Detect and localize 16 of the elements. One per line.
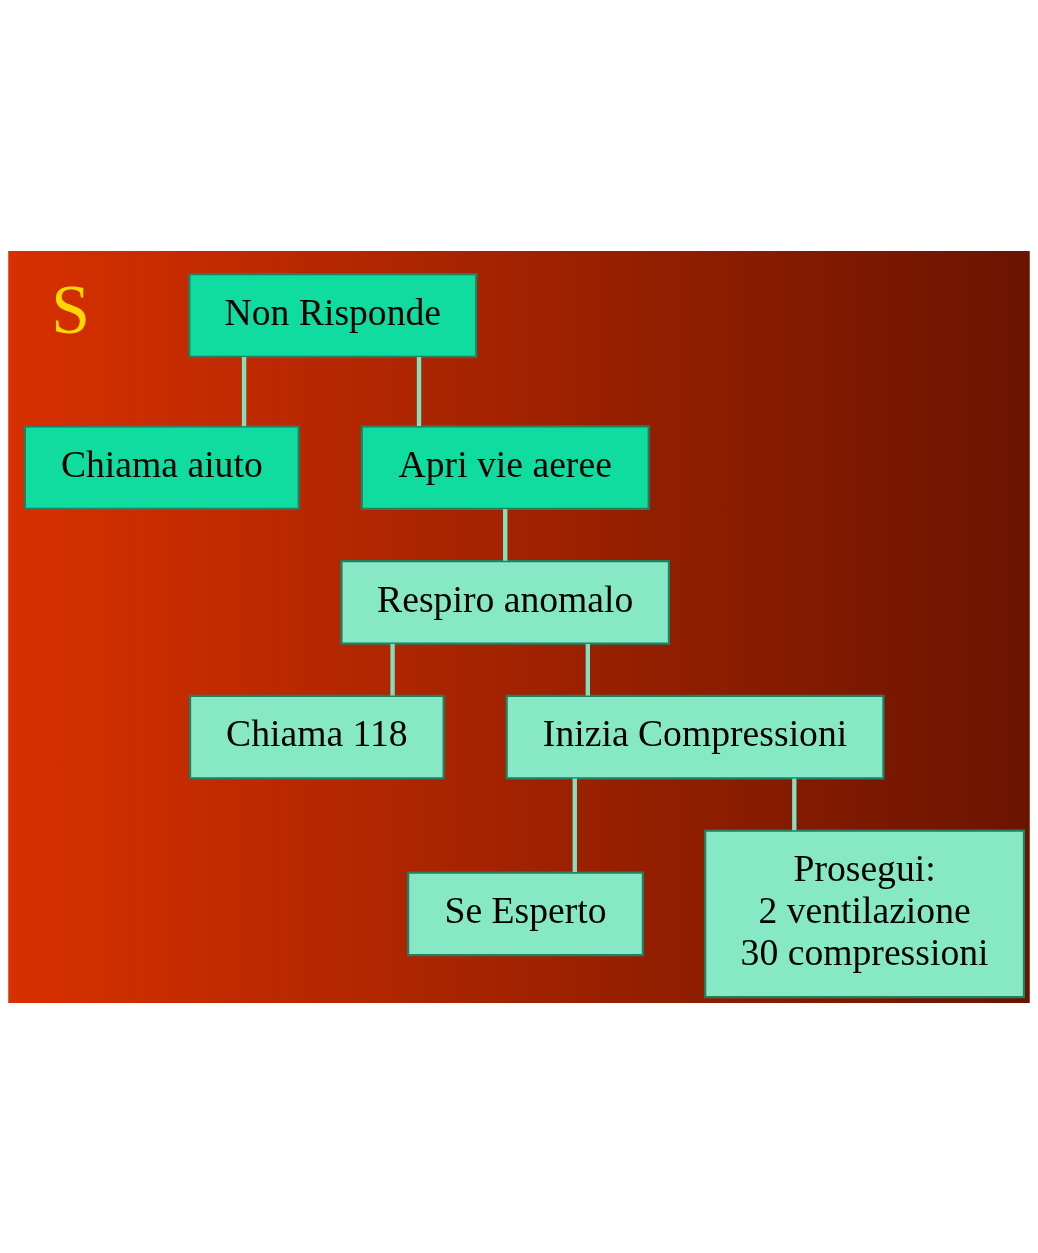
connector: [585, 643, 590, 695]
connector: [390, 643, 395, 695]
connector: [572, 778, 577, 872]
connector: [792, 778, 797, 830]
connector: [241, 356, 247, 426]
node-box: Apri vie aeree: [360, 424, 650, 510]
connector: [503, 508, 508, 561]
label: S: [51, 270, 90, 348]
node-box: Se Esperto: [407, 871, 644, 956]
node-box: Non Risponde: [188, 272, 478, 358]
connector: [416, 356, 422, 426]
node-box: Respiro anomalo: [340, 559, 671, 645]
node-box: Chiama 118: [189, 694, 445, 779]
node-box: Chiama aiuto: [23, 424, 300, 510]
node-box: Prosegui: 2 ventilazione 30 compressioni: [704, 829, 1026, 998]
node-box: Inizia Compressioni: [505, 694, 885, 779]
